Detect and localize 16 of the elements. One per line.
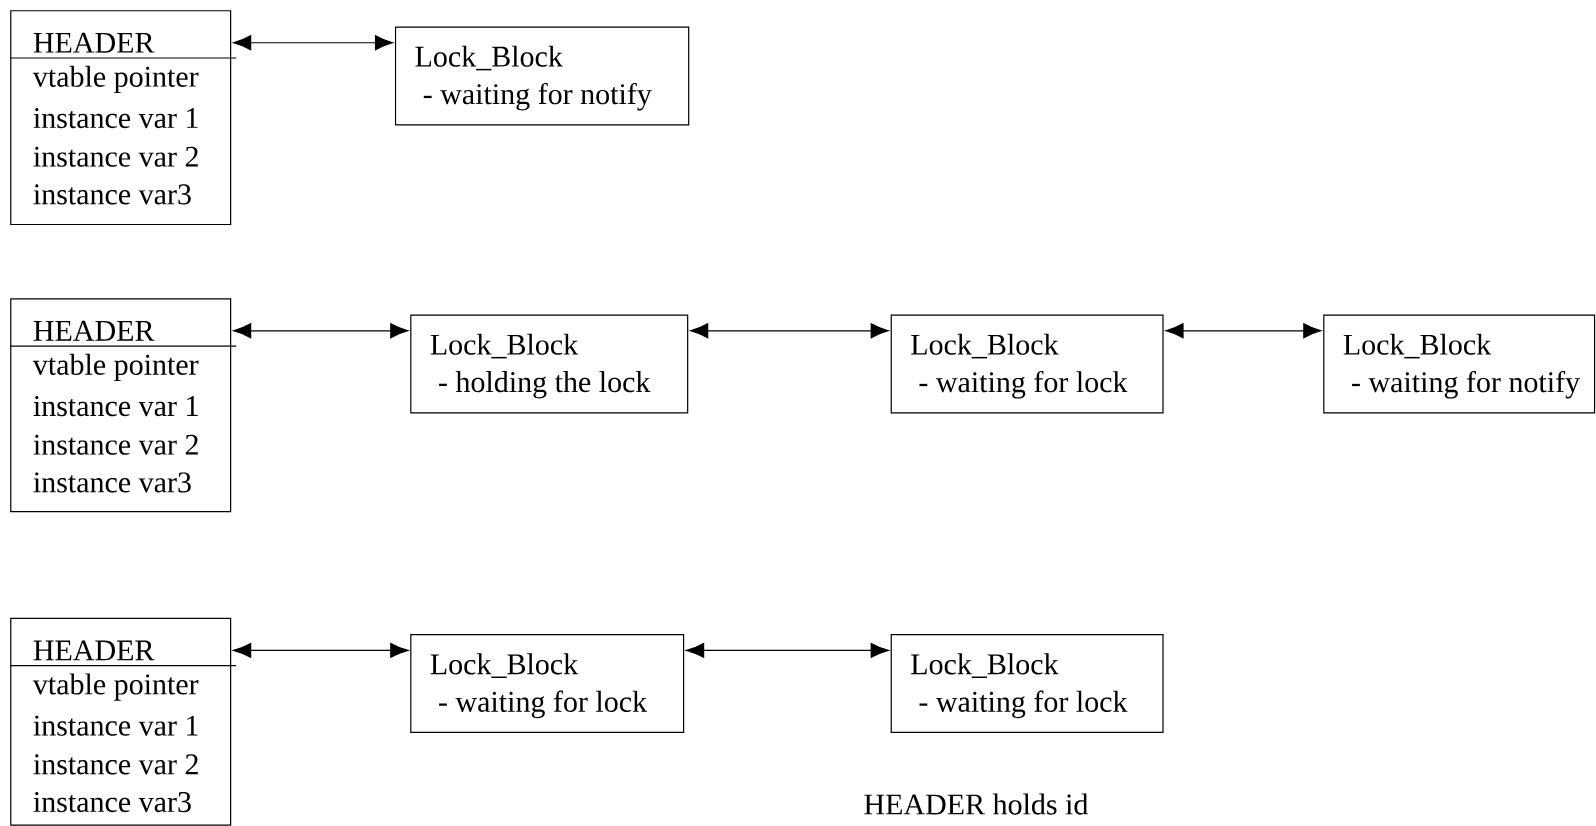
lock-block-box: Lock_Block - holding the lock bbox=[410, 314, 689, 414]
lock-block-box: Lock_Block - waiting for lock bbox=[410, 633, 685, 733]
arrow bbox=[690, 323, 889, 339]
note-text: HEADER holds id bbox=[864, 793, 1089, 815]
class-box: HEADER vtable pointer instance var 1 instance var 2 instance var3 bbox=[9, 297, 237, 512]
lock-block-box: Lock_Block - waiting for notify bbox=[394, 26, 690, 126]
lock-block-box: Lock_Block - waiting for lock bbox=[890, 314, 1164, 414]
class-box: HEADER vtable pointer instance var 1 instance var 2 instance var3 bbox=[9, 617, 237, 826]
arrow bbox=[232, 642, 409, 658]
arrow bbox=[685, 642, 889, 658]
arrow bbox=[1165, 323, 1322, 339]
class-box: HEADER vtable pointer instance var 1 instance var 2 instance var3 bbox=[9, 9, 237, 225]
lock-block-box: Lock_Block - waiting for lock bbox=[890, 633, 1164, 733]
arrow bbox=[232, 35, 394, 50]
arrow bbox=[232, 323, 409, 339]
lock-block-box: Lock_Block - waiting for notify bbox=[1323, 314, 1596, 414]
